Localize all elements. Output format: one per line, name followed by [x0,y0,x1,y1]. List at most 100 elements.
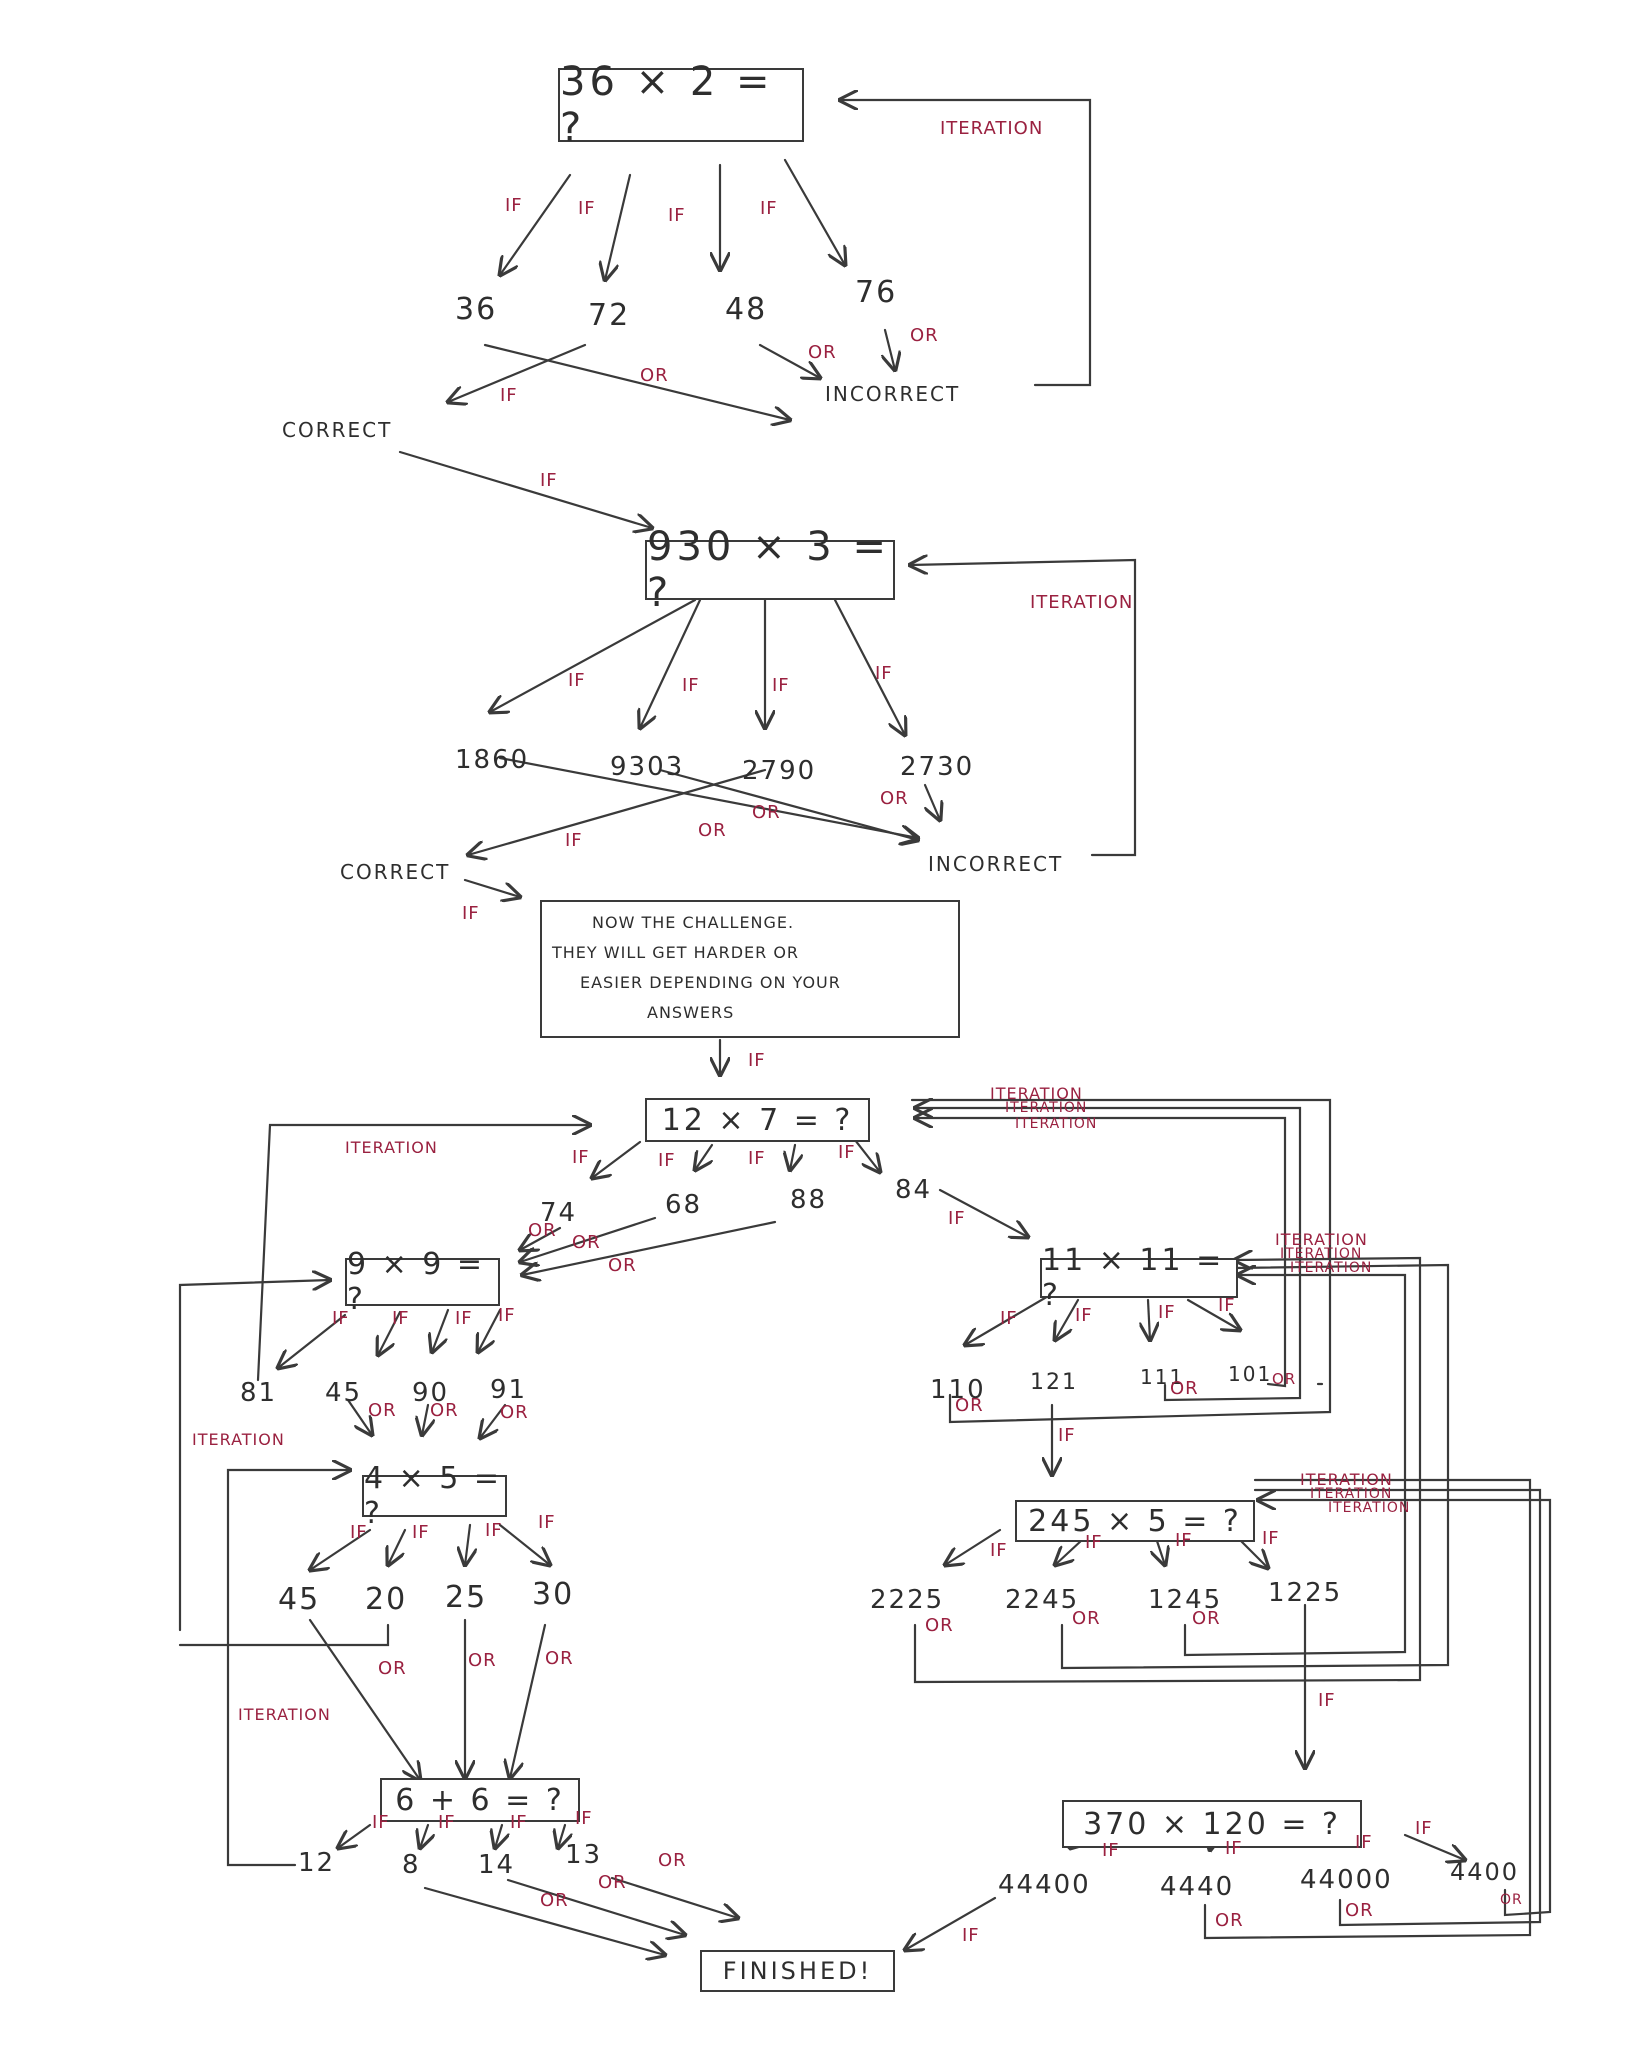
or-label: OR [545,1648,574,1669]
if-label: IF [748,1148,766,1169]
if-label: IF [498,1305,516,1326]
question-box-5: 11 × 11 = ? [1040,1243,1238,1313]
answer-30: 30 [532,1577,575,1612]
or-label: OR [368,1400,397,1421]
answer-91: 91 [490,1375,528,1405]
answer-2225: 2225 [870,1585,945,1615]
or-label: OR [698,820,727,841]
iteration-label-7b: ITERATION [1310,1486,1393,1502]
if-label: IF [565,830,583,851]
answer-4440: 4440 [1160,1872,1235,1902]
iteration-label-5a: ITERATION [1275,1230,1368,1249]
answer-45-a: 45 [325,1378,363,1408]
iteration-label-7c: ITERATION [1328,1500,1411,1516]
if-label: IF [540,470,558,491]
answer-84: 84 [895,1175,933,1205]
challenge-note-box: NOW THE CHALLENGE. THEY WILL GET HARDER … [540,900,960,1038]
or-label: OR [1500,1892,1523,1908]
answer-90: 90 [412,1378,450,1408]
question-box-9: 370 × 120 = ? [1062,1800,1362,1848]
if-label: IF [505,195,523,216]
or-label: OR [430,1400,459,1421]
question-box-3: 12 × 7 = ? [645,1098,870,1142]
if-label: IF [1058,1425,1076,1446]
iteration-label-3c: ITERATION [1005,1100,1088,1116]
answer-12: 12 [298,1848,336,1878]
or-label: OR [640,365,669,386]
if-label: IF [682,675,700,696]
or-label: OR [808,342,837,363]
question-box-2: 930 × 3 = ? [645,524,895,616]
question-box-4: 9 × 9 = ? [345,1247,500,1317]
answer-44400: 44400 [998,1870,1091,1900]
answer-8: 8 [402,1850,421,1880]
if-label: IF [1218,1295,1236,1316]
answer-14: 14 [478,1850,516,1880]
if-label: IF [1000,1308,1018,1329]
if-label: IF [668,205,686,226]
iteration-label-4: ITERATION [192,1430,285,1449]
answer-68: 68 [665,1190,703,1220]
answer-88: 88 [790,1185,828,1215]
if-label: IF [462,903,480,924]
challenge-note-line-1: NOW THE CHALLENGE. [592,913,795,932]
if-label: IF [1175,1530,1193,1551]
answer-20: 20 [365,1582,408,1617]
if-label: IF [1318,1690,1336,1711]
or-label: OR [910,325,939,346]
answer-44000: 44000 [1300,1865,1393,1895]
if-label: IF [485,1520,503,1541]
incorrect-label-1: INCORRECT [825,382,961,406]
if-label: IF [392,1308,410,1329]
answer-48: 48 [725,292,768,327]
answer-13: 13 [565,1840,603,1870]
if-label: IF [948,1208,966,1229]
if-label: IF [772,675,790,696]
if-label: IF [658,1150,676,1171]
answer-1245: 1245 [1148,1585,1223,1615]
or-label: OR [378,1658,407,1679]
answer-2245: 2245 [1005,1585,1080,1615]
question-box-1: 36 × 2 = ? [558,59,804,151]
if-label: IF [350,1522,368,1543]
or-label: OR [528,1220,557,1241]
answer-25: 25 [445,1580,488,1615]
answer-72: 72 [588,298,631,333]
if-label: IF [510,1812,528,1833]
if-label: IF [572,1147,590,1168]
answer-36: 36 [455,292,498,327]
answer-101: 101 [1228,1362,1273,1386]
correct-label-2: CORRECT [340,860,451,884]
challenge-note-line-3: EASIER DEPENDING ON YOUR [580,973,841,992]
if-label: IF [748,1050,766,1071]
iteration-label-3b: ITERATION [990,1084,1083,1103]
if-label: IF [412,1522,430,1543]
if-label: IF [438,1812,456,1833]
if-label: IF [760,198,778,219]
if-label: IF [875,663,893,684]
or-label: OR [658,1850,687,1871]
if-label: IF [962,1925,980,1946]
or-label: OR [1170,1378,1199,1399]
answer-110: 110 [930,1375,986,1405]
if-label: IF [372,1812,390,1833]
or-label: OR [925,1615,954,1636]
or-label: OR [608,1255,637,1276]
or-label: OR [1215,1910,1244,1931]
or-label: OR [955,1395,984,1416]
or-label: OR [540,1890,569,1911]
if-label: IF [575,1808,593,1829]
iteration-label-5c: ITERATION [1290,1260,1373,1276]
if-label: IF [578,198,596,219]
if-label: IF [538,1512,556,1533]
answer-121: 121 [1030,1370,1078,1395]
if-label: IF [1102,1840,1120,1861]
if-label: IF [332,1308,350,1329]
if-label: IF [1158,1302,1176,1323]
correct-label-1: CORRECT [282,418,393,442]
question-box-8: 6 + 6 = ? [380,1778,580,1822]
if-label: IF [1225,1838,1243,1859]
or-label: OR [1345,1900,1374,1921]
challenge-note-line-4: ANSWERS [647,1003,735,1022]
